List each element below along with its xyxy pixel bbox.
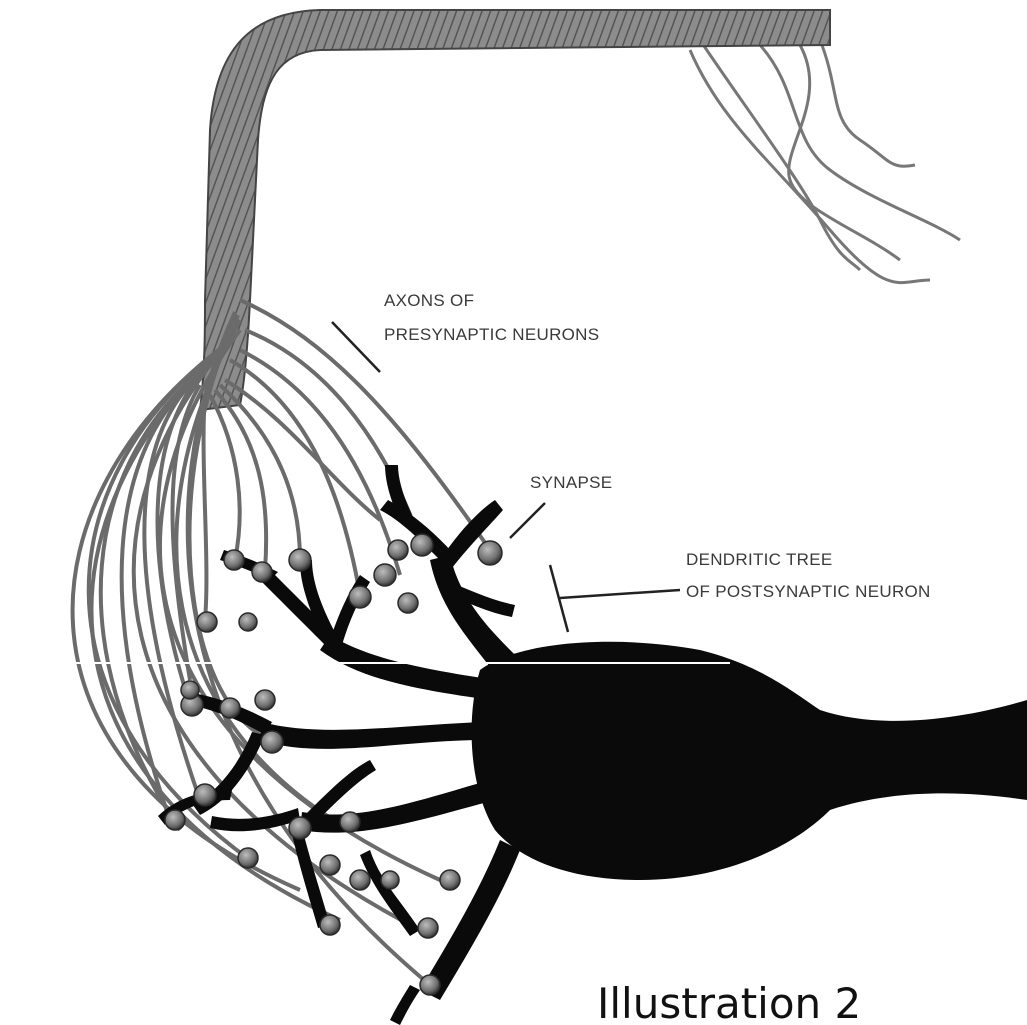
dendritic-label-line1: DENDRITIC TREE	[686, 550, 833, 569]
synapse-label: SYNAPSE	[530, 473, 612, 492]
axons-label-line2: PRESYNAPTIC NEURONS	[384, 325, 599, 344]
illustration-caption: Illustration 2	[597, 979, 861, 1025]
synapse-leader-line	[510, 503, 545, 538]
dendritic-label-line2: OF POSTSYNAPTIC NEURON	[686, 582, 931, 601]
axons-label-line1: AXONS OF	[384, 291, 474, 310]
dendritic-leader-line	[560, 590, 680, 598]
distant-axon-fibers	[690, 40, 960, 283]
presynaptic-axons	[73, 300, 490, 985]
postsynaptic-neuron	[158, 465, 1027, 1025]
axon-bundle	[200, 10, 830, 410]
